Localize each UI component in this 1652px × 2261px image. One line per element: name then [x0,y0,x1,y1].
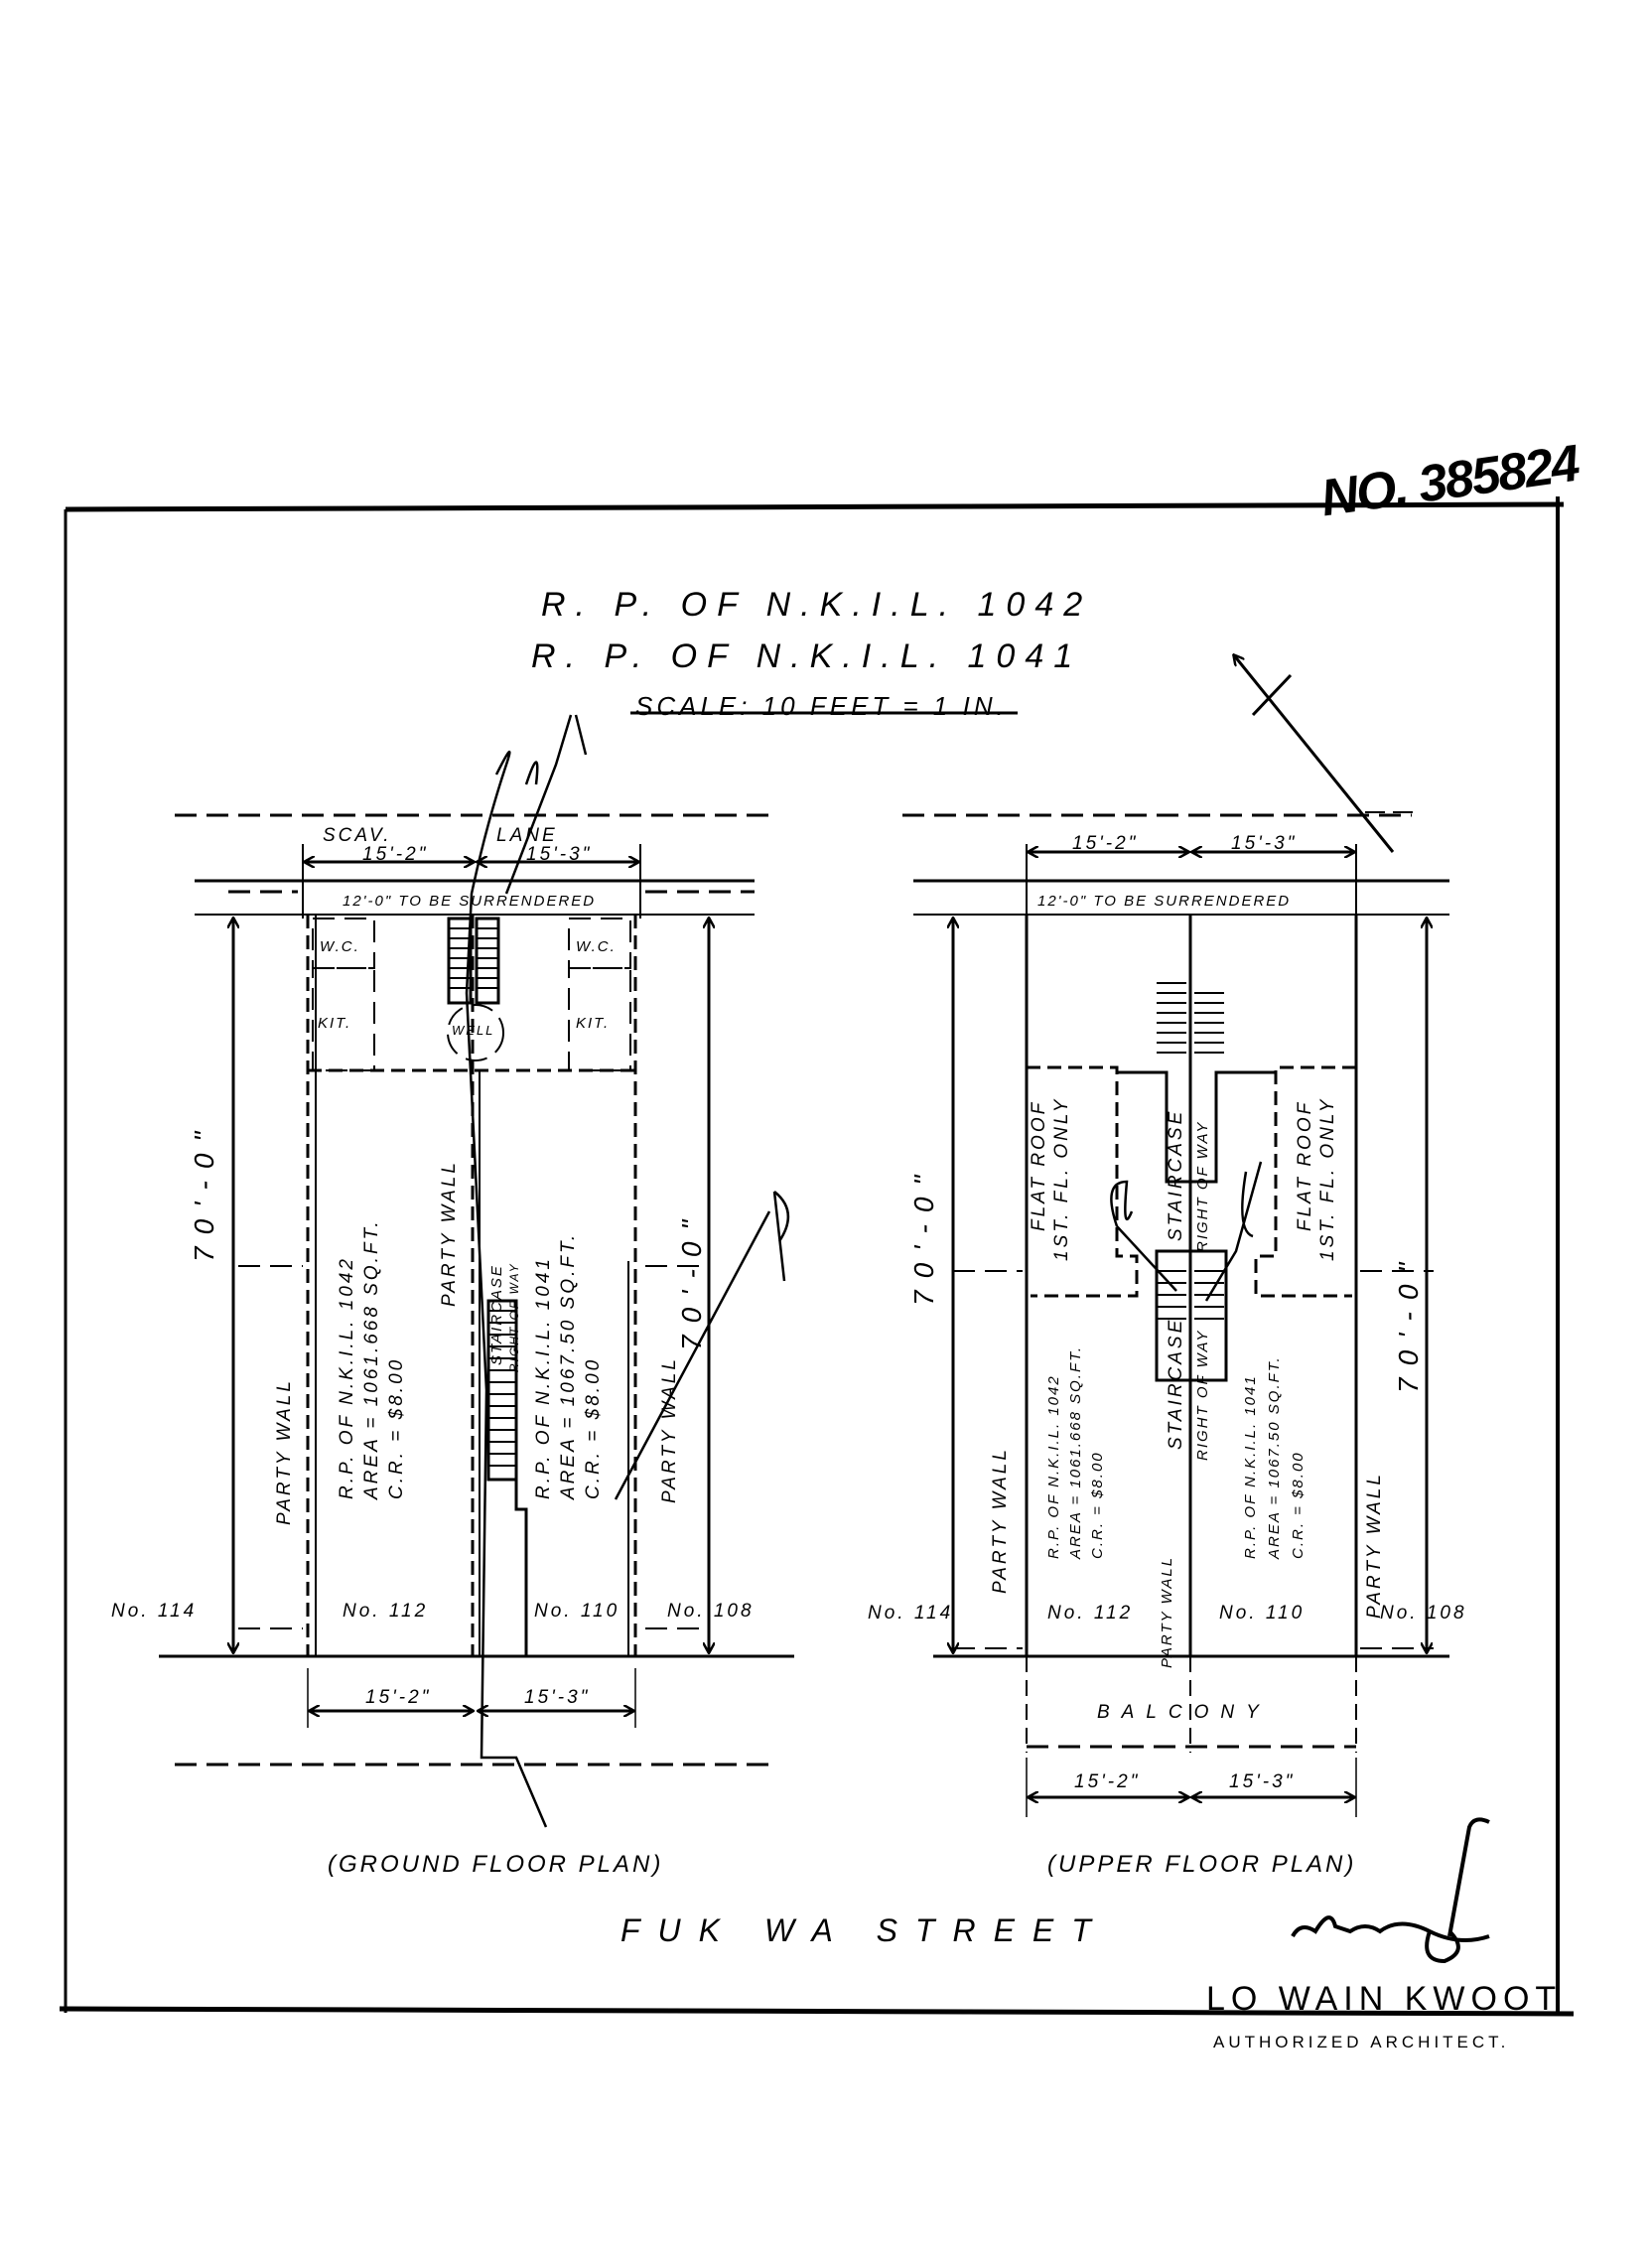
well-circle [447,1004,504,1061]
upper-lot-right-1: R.P. OF N.K.I.L. 1041 [1242,1374,1259,1559]
party-wall-label-center: PARTY WALL [439,1160,460,1307]
upper-surrender-note: 12'-0" TO BE SURRENDERED [1037,893,1291,910]
depth-dim-left: 70'-0" [189,1120,219,1262]
street-name: FUK WA STREET [620,1912,1109,1948]
upper-depth-dim-right: 70'-0" [1393,1251,1424,1393]
house-no-112: No. 112 [343,1601,428,1622]
surrender-note: 12'-0" TO BE SURRENDERED [343,893,596,910]
title-line-1: R. P. OF N.K.I.L. 1042 [541,586,1092,624]
ground-floor-caption: (GROUND FLOOR PLAN) [328,1851,663,1878]
top-dim-right: 15'-3" [526,844,592,865]
flat-roof-right-2: 1ST. FL. ONLY [1317,1097,1338,1261]
upper-depth-dim-left: 70'-0" [908,1164,939,1306]
upper-party-wall-center: PARTY WALL [1159,1556,1175,1668]
top-dim-left: 15'-2" [362,844,428,865]
architect-role: AUTHORIZED ARCHITECT. [1213,2033,1509,2051]
lot-right-line-3: C.R. = $8.00 [583,1357,604,1499]
house-no-108: No. 108 [667,1601,755,1622]
upper-house-no-114: No. 114 [868,1603,953,1624]
right-of-way-label: RIGHT OF WAY [507,1262,521,1372]
upper-top-dim-right: 15'-3" [1231,833,1297,854]
scale-note: SCALE: 10 FEET = 1 IN. [635,691,1008,721]
upper-house-no-112: No. 112 [1047,1603,1133,1624]
upper-house-no-110: No. 110 [1219,1603,1305,1624]
party-wall-label-right: PARTY WALL [659,1356,680,1503]
upper-bottom-dim-right: 15'-3" [1229,1771,1295,1792]
upper-bottom-dim-left: 15'-2" [1074,1771,1140,1792]
upper-top-dim-left: 15'-2" [1072,833,1138,854]
kitchen-label-left: KIT. [318,1015,351,1032]
ground-floor-plan: SCAV. LANE 15'-2" 15'-3" 12'-0" TO BE SU… [111,813,794,1878]
upper-floor-plan: 15'-2" 15'-3" 12'-0" TO BE SURRENDERED 7… [868,813,1467,1878]
flat-roof-right-1: FLAT ROOF [1295,1100,1315,1231]
north-arrow-icon [1234,655,1415,853]
balcony-label: BALCONY [1097,1702,1271,1723]
upper-right-of-way-top: RIGHT OF WAY [1194,1121,1211,1252]
upper-staircase-label-top: STAIRCASE [1166,1109,1186,1241]
house-no-114: No. 114 [111,1601,197,1622]
architect-signature [1291,1817,1490,1964]
upper-staircase-label-bottom: STAIRCASE [1166,1318,1186,1450]
upper-stair-hatch [1155,982,1228,1382]
bottom-dim-left: 15'-2" [365,1687,431,1708]
upper-party-wall-right: PARTY WALL [1364,1472,1385,1619]
stair-hatch [447,917,528,1656]
pencil-annotations [465,714,1263,1828]
upper-lot-right-3: C.R. = $8.00 [1290,1451,1307,1559]
well-label: WELL [452,1023,494,1038]
lot-right-line-2: AREA = 1067.50 SQ.FT. [558,1232,579,1500]
lot-right-line-1: R.P. OF N.K.I.L. 1041 [533,1256,554,1499]
upper-lot-left-2: AREA = 1061.668 SQ.FT. [1067,1345,1084,1560]
lot-left-line-1: R.P. OF N.K.I.L. 1042 [337,1256,357,1499]
upper-house-no-108: No. 108 [1380,1603,1467,1624]
drawing-frame [59,496,1575,2017]
wc-label-left: W.C. [320,938,360,955]
flat-roof-left-1: FLAT ROOF [1029,1100,1049,1231]
architect-name: LO WAIN KWOOT [1206,1980,1562,2018]
lot-left-line-2: AREA = 1061.668 SQ.FT. [361,1218,382,1500]
party-wall-label-left: PARTY WALL [274,1378,295,1525]
lot-left-line-3: C.R. = $8.00 [386,1357,407,1499]
kitchen-label-right: KIT. [576,1015,610,1032]
title-block: R. P. OF N.K.I.L. 1042 R. P. OF N.K.I.L.… [531,586,1092,721]
depth-dim-right: 70'-0" [676,1208,707,1350]
flat-roof-left-2: 1ST. FL. ONLY [1051,1097,1072,1261]
upper-right-of-way-bottom: RIGHT OF WAY [1194,1330,1211,1461]
upper-lot-left-1: R.P. OF N.K.I.L. 1042 [1045,1374,1062,1559]
upper-lot-left-3: C.R. = $8.00 [1089,1451,1106,1559]
wc-label-right: W.C. [576,938,617,955]
upper-floor-caption: (UPPER FLOOR PLAN) [1047,1851,1356,1878]
document-number: NO. 385824 [1317,434,1583,527]
scav-label: SCAV. [323,825,392,846]
lane-label: LANE [496,825,558,846]
title-line-2: R. P. OF N.K.I.L. 1041 [531,637,1082,675]
bottom-dim-right: 15'-3" [524,1687,590,1708]
staircase-label: STAIRCASE [488,1264,505,1365]
upper-lot-right-2: AREA = 1067.50 SQ.FT. [1266,1355,1283,1560]
upper-party-wall-left: PARTY WALL [990,1447,1011,1594]
house-no-110: No. 110 [534,1601,620,1622]
